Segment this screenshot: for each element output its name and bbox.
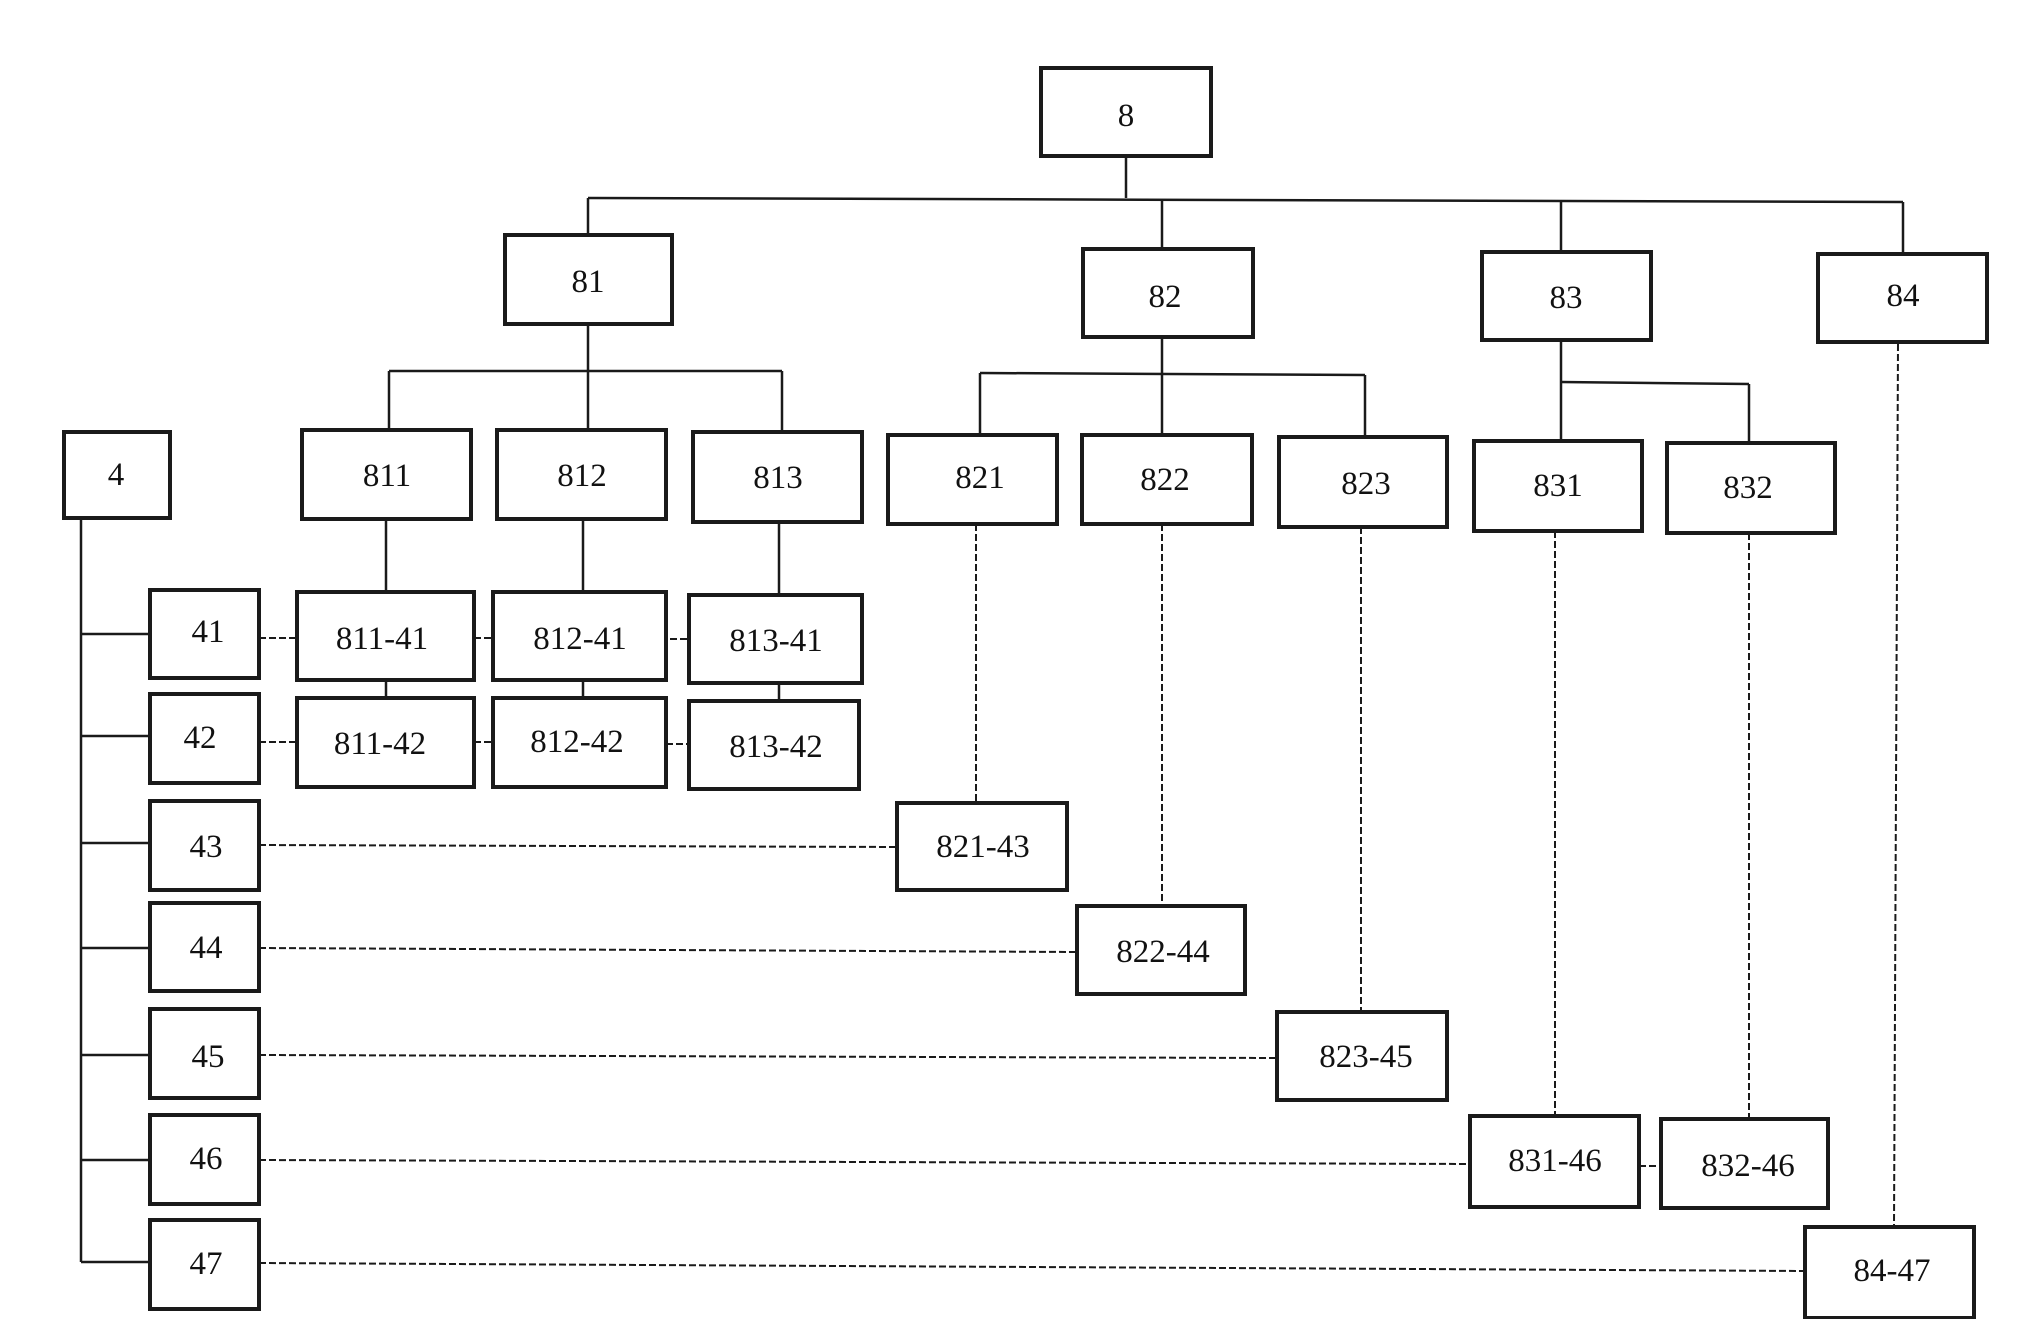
node-81-label: 81 xyxy=(572,264,605,300)
node-811-41: 811-41 xyxy=(295,590,476,682)
node-84-47-label: 84-47 xyxy=(1854,1253,1931,1289)
node-44: 44 xyxy=(148,901,261,993)
node-813-41: 813-41 xyxy=(687,593,864,685)
node-822-label: 822 xyxy=(1140,462,1190,498)
node-813-42: 813-42 xyxy=(687,699,861,791)
node-45-label: 45 xyxy=(192,1039,225,1075)
node-812-41-label: 812-41 xyxy=(533,621,627,657)
node-8-label: 8 xyxy=(1118,98,1135,134)
hierarchy-connectors xyxy=(79,156,1905,1264)
node-8: 8 xyxy=(1039,66,1213,158)
node-822: 822 xyxy=(1080,433,1254,526)
node-812: 812 xyxy=(495,428,668,521)
node-821: 821 xyxy=(886,433,1059,526)
node-82-label: 82 xyxy=(1149,279,1182,315)
row-connectors xyxy=(258,637,1806,1272)
node-831-46-label: 831-46 xyxy=(1508,1143,1602,1179)
node-813-41-label: 813-41 xyxy=(729,623,823,659)
node-41: 41 xyxy=(148,588,261,680)
node-811-label: 811 xyxy=(363,458,411,494)
node-813: 813 xyxy=(691,430,864,524)
node-831-46: 831-46 xyxy=(1468,1114,1641,1209)
node-812-42: 812-42 xyxy=(491,696,668,789)
node-43: 43 xyxy=(148,799,261,892)
node-82: 82 xyxy=(1081,247,1255,339)
node-821-label: 821 xyxy=(955,460,1005,496)
node-42-label: 42 xyxy=(184,720,217,756)
node-46: 46 xyxy=(148,1113,261,1206)
node-831-label: 831 xyxy=(1533,468,1583,504)
node-83: 83 xyxy=(1480,250,1653,342)
node-823: 823 xyxy=(1277,435,1449,529)
node-822-44: 822-44 xyxy=(1075,904,1247,996)
node-823-45-label: 823-45 xyxy=(1319,1039,1413,1075)
node-42: 42 xyxy=(148,692,261,785)
node-813-42-label: 813-42 xyxy=(729,729,823,765)
node-811-42-label: 811-42 xyxy=(334,726,426,762)
node-832: 832 xyxy=(1665,441,1837,535)
node-812-41: 812-41 xyxy=(491,590,668,682)
column-connectors xyxy=(975,343,1899,1228)
node-45: 45 xyxy=(148,1007,261,1100)
node-83-label: 83 xyxy=(1550,280,1583,316)
node-84-47: 84-47 xyxy=(1803,1225,1976,1319)
node-81: 81 xyxy=(503,233,674,326)
node-4-label: 4 xyxy=(108,457,125,493)
node-823-label: 823 xyxy=(1341,466,1391,502)
node-832-46: 832-46 xyxy=(1659,1117,1830,1210)
node-812-label: 812 xyxy=(557,458,607,494)
node-811-41-label: 811-41 xyxy=(336,621,428,657)
node-821-43-label: 821-43 xyxy=(936,829,1030,865)
node-832-46-label: 832-46 xyxy=(1701,1148,1795,1184)
node-84: 84 xyxy=(1816,252,1989,344)
node-46-label: 46 xyxy=(190,1141,223,1177)
node-84-label: 84 xyxy=(1887,278,1920,314)
node-832-label: 832 xyxy=(1723,470,1773,506)
node-47-label: 47 xyxy=(190,1246,223,1282)
node-43-label: 43 xyxy=(190,829,223,865)
node-823-45: 823-45 xyxy=(1275,1010,1449,1102)
node-812-42-label: 812-42 xyxy=(530,724,624,760)
node-821-43: 821-43 xyxy=(895,801,1069,892)
node-822-44-label: 822-44 xyxy=(1116,934,1210,970)
node-811: 811 xyxy=(300,428,473,521)
node-41-label: 41 xyxy=(192,614,225,650)
node-47: 47 xyxy=(148,1218,261,1311)
node-811-42: 811-42 xyxy=(295,696,476,789)
node-44-label: 44 xyxy=(190,930,223,966)
node-831: 831 xyxy=(1472,439,1644,533)
node-813-label: 813 xyxy=(753,460,803,496)
node-4: 4 xyxy=(62,430,172,520)
